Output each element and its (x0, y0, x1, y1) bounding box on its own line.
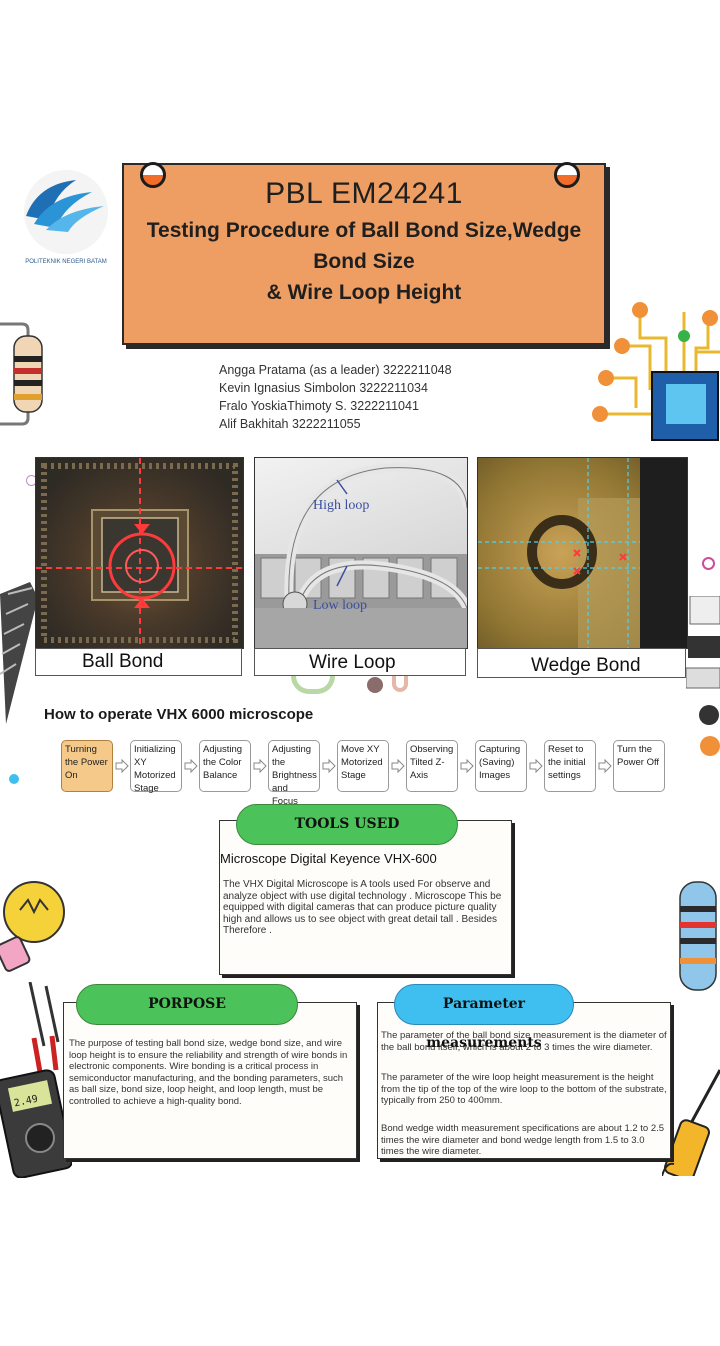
arrow-right-icon (251, 759, 268, 773)
author-item: Fralo YoskiaThimoty S. 3222211041 (219, 399, 419, 413)
pie-chart-icon (554, 162, 580, 188)
page-subtitle: Testing Procedure of Ball Bond Size,Wedg… (124, 215, 604, 308)
arrow-right-icon (320, 759, 337, 773)
tools-body: The VHX Digital Microscope is A tools us… (223, 879, 502, 936)
decor-dot (699, 705, 719, 725)
connector-icon (685, 595, 720, 692)
process-step: Reset to the initial settings (544, 740, 596, 792)
subtitle-line: & Wire Loop Height (266, 281, 462, 304)
ball-bond-label: Ball Bond (35, 648, 242, 676)
tools-heading: Microscope Digital Keyence VHX-600 (220, 851, 437, 866)
arrow-right-icon (458, 759, 475, 773)
process-steps: Turning the Power On Initializing XY Mot… (61, 740, 665, 807)
process-step: Adjusting the Color Balance (199, 740, 251, 792)
tools-pill: TOOLS USED (236, 804, 458, 845)
parameter-item: The parameter of the wire loop height me… (381, 1072, 667, 1106)
process-step: Move XY Motorized Stage (337, 740, 389, 792)
decor-dot (702, 557, 715, 570)
arrow-right-icon (389, 759, 406, 773)
low-loop-annotation: Low loop (313, 598, 368, 613)
author-item: Alif Bakhitah 3222211055 (219, 417, 361, 431)
subtitle-line: Bond Size (313, 250, 415, 273)
logo-text: POLITEKNIK NEGERI BATAM (25, 259, 107, 265)
high-loop-annotation: High loop (313, 498, 370, 513)
arrow-right-icon (113, 759, 130, 773)
pie-chart-icon (140, 162, 166, 188)
resistor-icon (0, 318, 50, 428)
tools-card: Microscope Digital Keyence VHX-600 The V… (219, 820, 512, 975)
process-step: Initializing XY Motorized Stage (130, 740, 182, 794)
institution-logo: POLITEKNIK NEGERI BATAM (18, 170, 114, 266)
decor-ring (392, 676, 408, 692)
wire-loop-photo: High loop Low loop (254, 457, 468, 649)
process-step: Turning the Power On (61, 740, 113, 792)
process-step: Observing Tilted Z-Axis (406, 740, 458, 792)
page-title: PBL EM24241 (265, 177, 463, 210)
parameter-item: The parameter of the ball bond size meas… (381, 1030, 667, 1053)
decor-dot (9, 774, 19, 784)
title-banner: PBL EM24241 Testing Procedure of Ball Bo… (122, 163, 606, 345)
circuit-chip-icon (586, 298, 720, 458)
decor-dot (700, 736, 720, 756)
parameters-card: The parameter of the ball bond size meas… (377, 1002, 671, 1159)
purpose-card: The purpose of testing ball bond size, w… (63, 1002, 357, 1159)
resistor-icon (676, 868, 720, 1000)
wire-loop-label: Wire Loop (254, 648, 466, 676)
process-title: How to operate VHX 6000 microscope (44, 706, 314, 723)
arrow-right-icon (596, 759, 613, 773)
wedge-bond-photo (477, 457, 688, 649)
subtitle-line: Testing Procedure of Ball Bond Size,Wedg… (146, 219, 582, 242)
parameter-item: Bond wedge width measurement specificati… (381, 1123, 665, 1157)
process-step: Adjusting the Brightness and Focus (268, 740, 320, 807)
arrow-right-icon (182, 759, 199, 773)
decor-dot (367, 677, 383, 693)
author-item: Angga Pratama (as a leader) 3222211048 (219, 363, 452, 377)
light-bulb-icon (0, 876, 68, 976)
process-step: Capturing (Saving) Images (475, 740, 527, 792)
parameters-pill: Parameter measurements (394, 984, 574, 1051)
author-item: Kevin Ignasius Simbolon 3222211034 (219, 381, 428, 395)
author-list: Angga Pratama (as a leader) 3222211048 K… (219, 361, 452, 433)
purpose-body: The purpose of testing ball bond size, w… (69, 1038, 348, 1107)
decor-ring (291, 676, 335, 694)
purpose-pill: PORPOSE (76, 984, 298, 1025)
cable-icon (0, 574, 40, 724)
ball-bond-photo (35, 457, 244, 649)
multimeter-icon (0, 981, 74, 1179)
process-step: Turn the Power Off (613, 740, 665, 792)
arrow-right-icon (527, 759, 544, 773)
wedge-bond-label: Wedge Bond (477, 648, 686, 678)
